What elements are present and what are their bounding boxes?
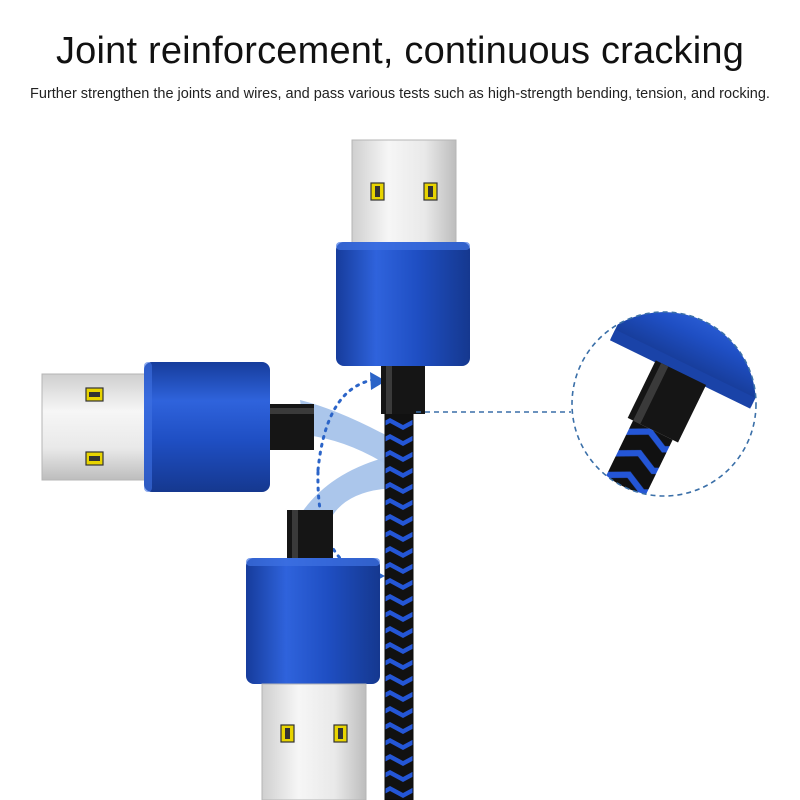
page-title: Joint reinforcement, continuous cracking [55,30,745,72]
page-subtitle: Further strengthen the joints and wires,… [30,86,770,102]
bend-arrow-upper [316,372,386,472]
braided-cable [384,411,414,800]
left-usb-connector [41,362,314,492]
bottom-connector-pin-right [333,724,348,743]
bottom-connector-pin-left [280,724,295,743]
left-connector-pin-bottom [85,451,104,466]
top-connector-pin-right [423,182,438,201]
bottom-usb-connector [246,510,380,800]
top-usb-connector [336,139,470,414]
zoom-detail [571,311,757,497]
bend-path-bands [300,400,395,520]
top-connector-pin-left [370,182,385,201]
left-connector-pin-top [85,387,104,402]
